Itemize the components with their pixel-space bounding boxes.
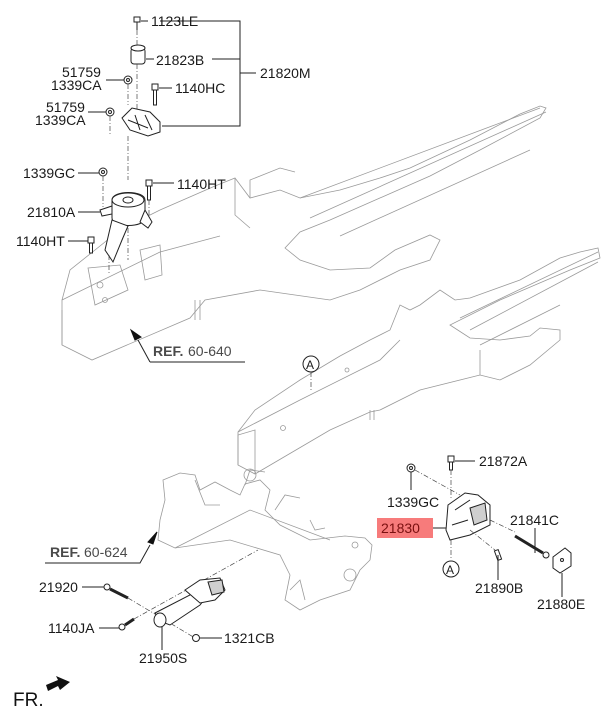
bolt-icon [118,617,135,631]
front-direction-label: FR. [13,690,44,711]
reference-arrow-60-624 [45,531,158,564]
nut-icon [123,75,133,85]
nut-icon [98,167,108,177]
bushing-icon [130,44,146,65]
part-label-1339ca-b[interactable]: 1339CA [35,112,86,128]
bolt-icon [447,455,455,471]
part-label-1339gc-bottom[interactable]: 1339GC [387,494,439,510]
part-label-21920[interactable]: 21920 [39,579,78,595]
part-label-1321cb[interactable]: 1321CB [224,630,275,646]
washer-plate-icon [552,547,572,574]
roll-rod-bracket-assembly [103,549,259,642]
bolt-icon [151,83,159,106]
part-label-21890b[interactable]: 21890B [475,580,523,596]
engine-mount-insulator [87,167,153,275]
part-label-21880e[interactable]: 21880E [537,596,585,612]
reference-link-60-624[interactable]: 60-624 [84,544,128,560]
callout-letter-lower[interactable]: A [446,563,454,577]
part-label-21810a[interactable]: 21810A [27,204,76,220]
bracket-icon [121,107,161,137]
part-label-21950s[interactable]: 21950S [139,650,187,666]
reference-prefix-60-624: REF. [50,544,80,560]
nut-icon [105,107,115,117]
callout-letter-upper[interactable]: A [306,358,314,372]
callout-marker-a-lower [442,560,460,578]
part-label-21820m[interactable]: 21820M [260,65,311,81]
part-label-1140ht-b[interactable]: 1140HT [16,233,65,249]
part-label-21841c[interactable]: 21841C [510,512,559,528]
part-label-51759-a[interactable]: 51759 [62,64,101,80]
engine-mount-bracket-assembly [105,16,161,180]
bolt-icon [133,16,141,30]
part-label-51759-b[interactable]: 51759 [46,99,85,115]
subframe [157,468,373,611]
part-label-1140ht-a[interactable]: 1140HT [177,176,226,192]
bolt-icon [145,179,153,201]
upper-frame-rail [61,105,547,361]
nut-icon [192,634,200,642]
nut-icon [406,463,416,473]
part-label-1123le[interactable]: 1123LE [151,13,198,29]
part-label-21830[interactable]: 21830 [381,520,420,536]
bolt-icon [87,236,95,254]
long-bolt-icon [514,534,550,559]
part-label-1140ja[interactable]: 1140JA [48,620,95,636]
part-label-1140hc[interactable]: 1140HC [175,80,225,96]
highlighted-part-box [377,518,433,538]
bolt-icon [103,583,129,600]
part-label-1339ca-a[interactable]: 1339CA [51,77,102,93]
reference-prefix-60-640: REF. [153,343,183,359]
front-direction-arrow-icon [46,676,70,691]
reference-arrow-60-640 [129,328,245,363]
callout-marker-a-upper [302,355,320,392]
reference-link-60-640[interactable]: 60-640 [188,343,232,359]
middle-frame-rail [237,247,601,475]
part-label-1339gc-top[interactable]: 1339GC [23,165,75,181]
part-label-21823b[interactable]: 21823B [156,52,204,68]
part-label-21872a[interactable]: 21872A [479,453,528,469]
